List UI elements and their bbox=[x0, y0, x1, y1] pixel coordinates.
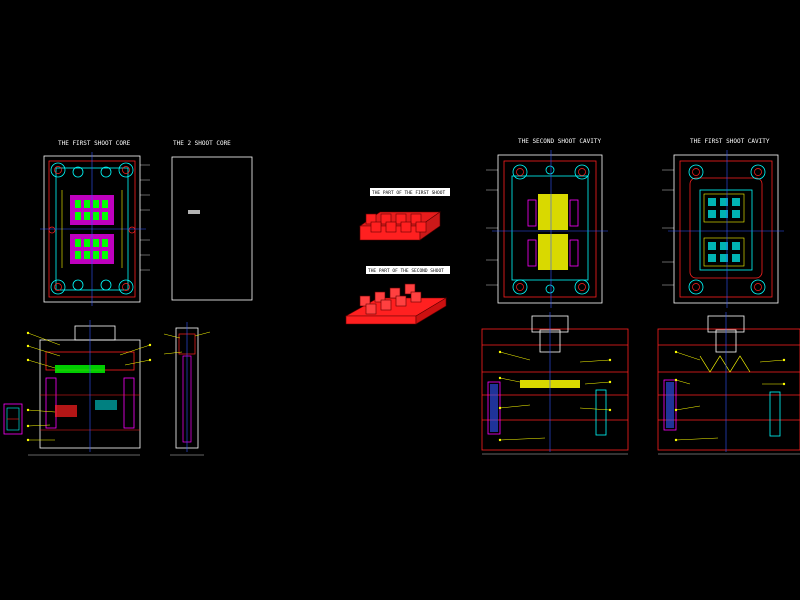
first-shoot-core-plan: THE FIRST SHOOT CORE bbox=[40, 140, 150, 306]
second-shoot-cavity-title: THE SECOND SHOOT CAVITY bbox=[518, 138, 601, 145]
second-shoot-core-plan: THE 2 SHOOT CORE bbox=[171, 140, 253, 301]
second-shoot-cavity-section bbox=[481, 312, 629, 455]
first-shoot-part: THE PART OF THE FIRST SHOOT bbox=[359, 188, 450, 241]
second-shoot-part-label-box bbox=[366, 266, 450, 274]
second-shoot-part: THE PART OF THE SECOND SHOOT bbox=[344, 266, 450, 325]
second-shoot-part-label: THE PART OF THE SECOND SHOOT bbox=[368, 268, 444, 274]
first-shoot-core-section bbox=[3, 320, 152, 456]
first-shoot-core-title: THE FIRST SHOOT CORE bbox=[58, 140, 131, 147]
first-shoot-cavity-title: THE FIRST SHOOT CAVITY bbox=[690, 138, 770, 145]
second-shoot-core-section bbox=[163, 322, 211, 456]
second-shoot-core-title: THE 2 SHOOT CORE bbox=[173, 140, 231, 147]
first-shoot-part-label: THE PART OF THE FIRST SHOOT bbox=[372, 190, 445, 196]
first-shoot-cavity-section bbox=[657, 312, 800, 455]
first-shoot-part-label-box bbox=[370, 188, 450, 196]
first-shoot-cavity-plan: THE FIRST SHOOT CAVITY bbox=[662, 138, 784, 308]
second-shoot-cavity-plan: THE SECOND SHOOT CAVITY bbox=[486, 138, 608, 308]
